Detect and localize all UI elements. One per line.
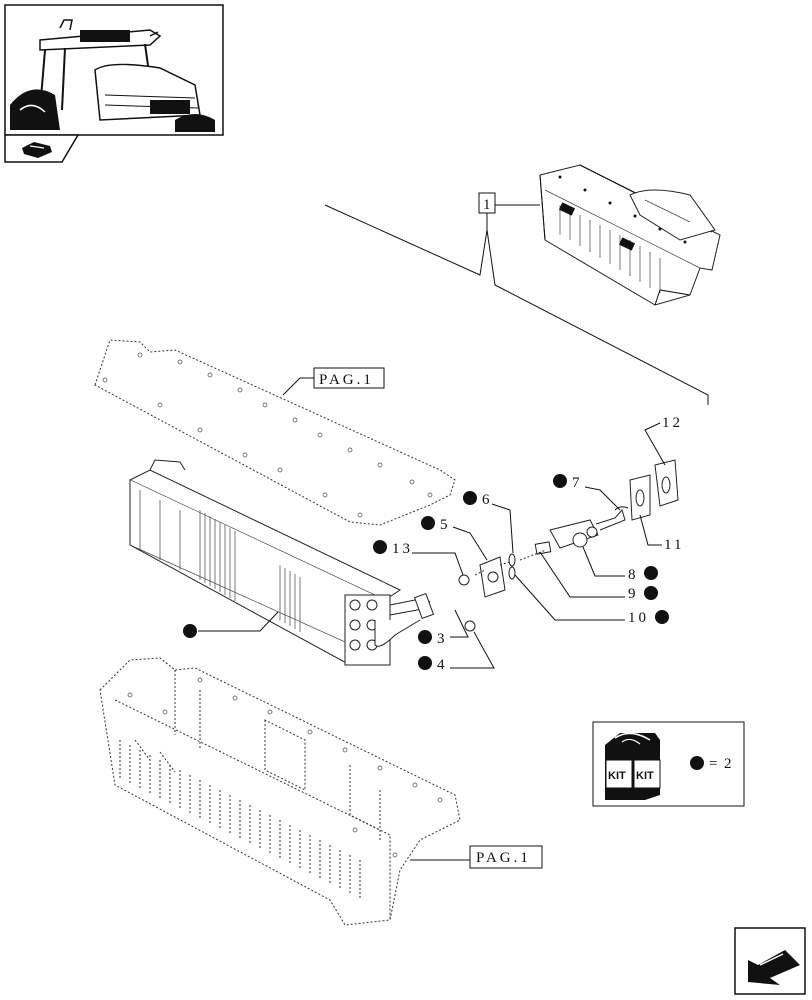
callout-13[interactable]: 13 xyxy=(373,540,464,576)
callout-4-label: 4 xyxy=(437,657,448,673)
callout-4[interactable]: 4 xyxy=(418,631,495,673)
callout-10[interactable]: 10 xyxy=(514,574,669,626)
callout-11[interactable]: 11 xyxy=(639,514,684,553)
lower-housing xyxy=(99,657,461,926)
callout-6-label: 6 xyxy=(482,492,493,508)
kit-equals: = xyxy=(709,756,720,772)
callout-6[interactable]: 6 xyxy=(463,491,514,554)
callout-7[interactable]: 7 xyxy=(553,474,621,511)
callout-8[interactable]: 8 xyxy=(582,546,658,583)
callout-10-label: 10 xyxy=(628,610,649,626)
pag-top-reference[interactable]: PAG.1 xyxy=(282,367,385,396)
kit-badge-1: KIT xyxy=(608,770,626,782)
callout-12[interactable]: 12 xyxy=(644,415,683,466)
pag-top-label: PAG.1 xyxy=(319,372,374,388)
kit-legend: KIT KIT = 2 xyxy=(592,721,745,807)
assembled-unit xyxy=(539,164,721,306)
callout-9[interactable]: 9 xyxy=(539,551,658,602)
kit-badge-2: KIT xyxy=(636,770,654,782)
evaporator-callout[interactable] xyxy=(183,611,279,638)
callout-11-label: 11 xyxy=(664,537,684,553)
ref-1-label: 1 xyxy=(483,197,494,213)
kit-qty: 2 xyxy=(724,756,735,772)
hvac-unit-icon xyxy=(22,142,52,158)
reference-1[interactable]: 1 xyxy=(324,192,709,405)
next-page-button[interactable] xyxy=(734,927,806,995)
tractor-cab-icon xyxy=(10,19,215,132)
callout-3-label: 3 xyxy=(437,631,448,647)
kit-box-icon: KIT KIT xyxy=(605,732,661,800)
callout-5-label: 5 xyxy=(440,517,451,533)
valve-assembly xyxy=(413,459,679,632)
callout-13-label: 13 xyxy=(392,541,413,557)
callout-8-label: 8 xyxy=(628,567,639,583)
tractor-thumbnail[interactable] xyxy=(4,4,224,136)
callout-12-label: 12 xyxy=(662,415,683,431)
pag-bottom-label: PAG.1 xyxy=(476,850,531,866)
callout-7-label: 7 xyxy=(572,475,583,491)
top-cover-gasket xyxy=(94,339,456,526)
next-page-arrow-icon xyxy=(748,950,800,985)
callout-5[interactable]: 5 xyxy=(421,516,488,561)
evaporator-core xyxy=(128,459,431,666)
pag-bottom-reference[interactable]: PAG.1 xyxy=(410,845,543,869)
callout-3[interactable]: 3 xyxy=(418,609,469,647)
section-tab[interactable] xyxy=(4,134,80,163)
callout-9-label: 9 xyxy=(628,586,639,602)
